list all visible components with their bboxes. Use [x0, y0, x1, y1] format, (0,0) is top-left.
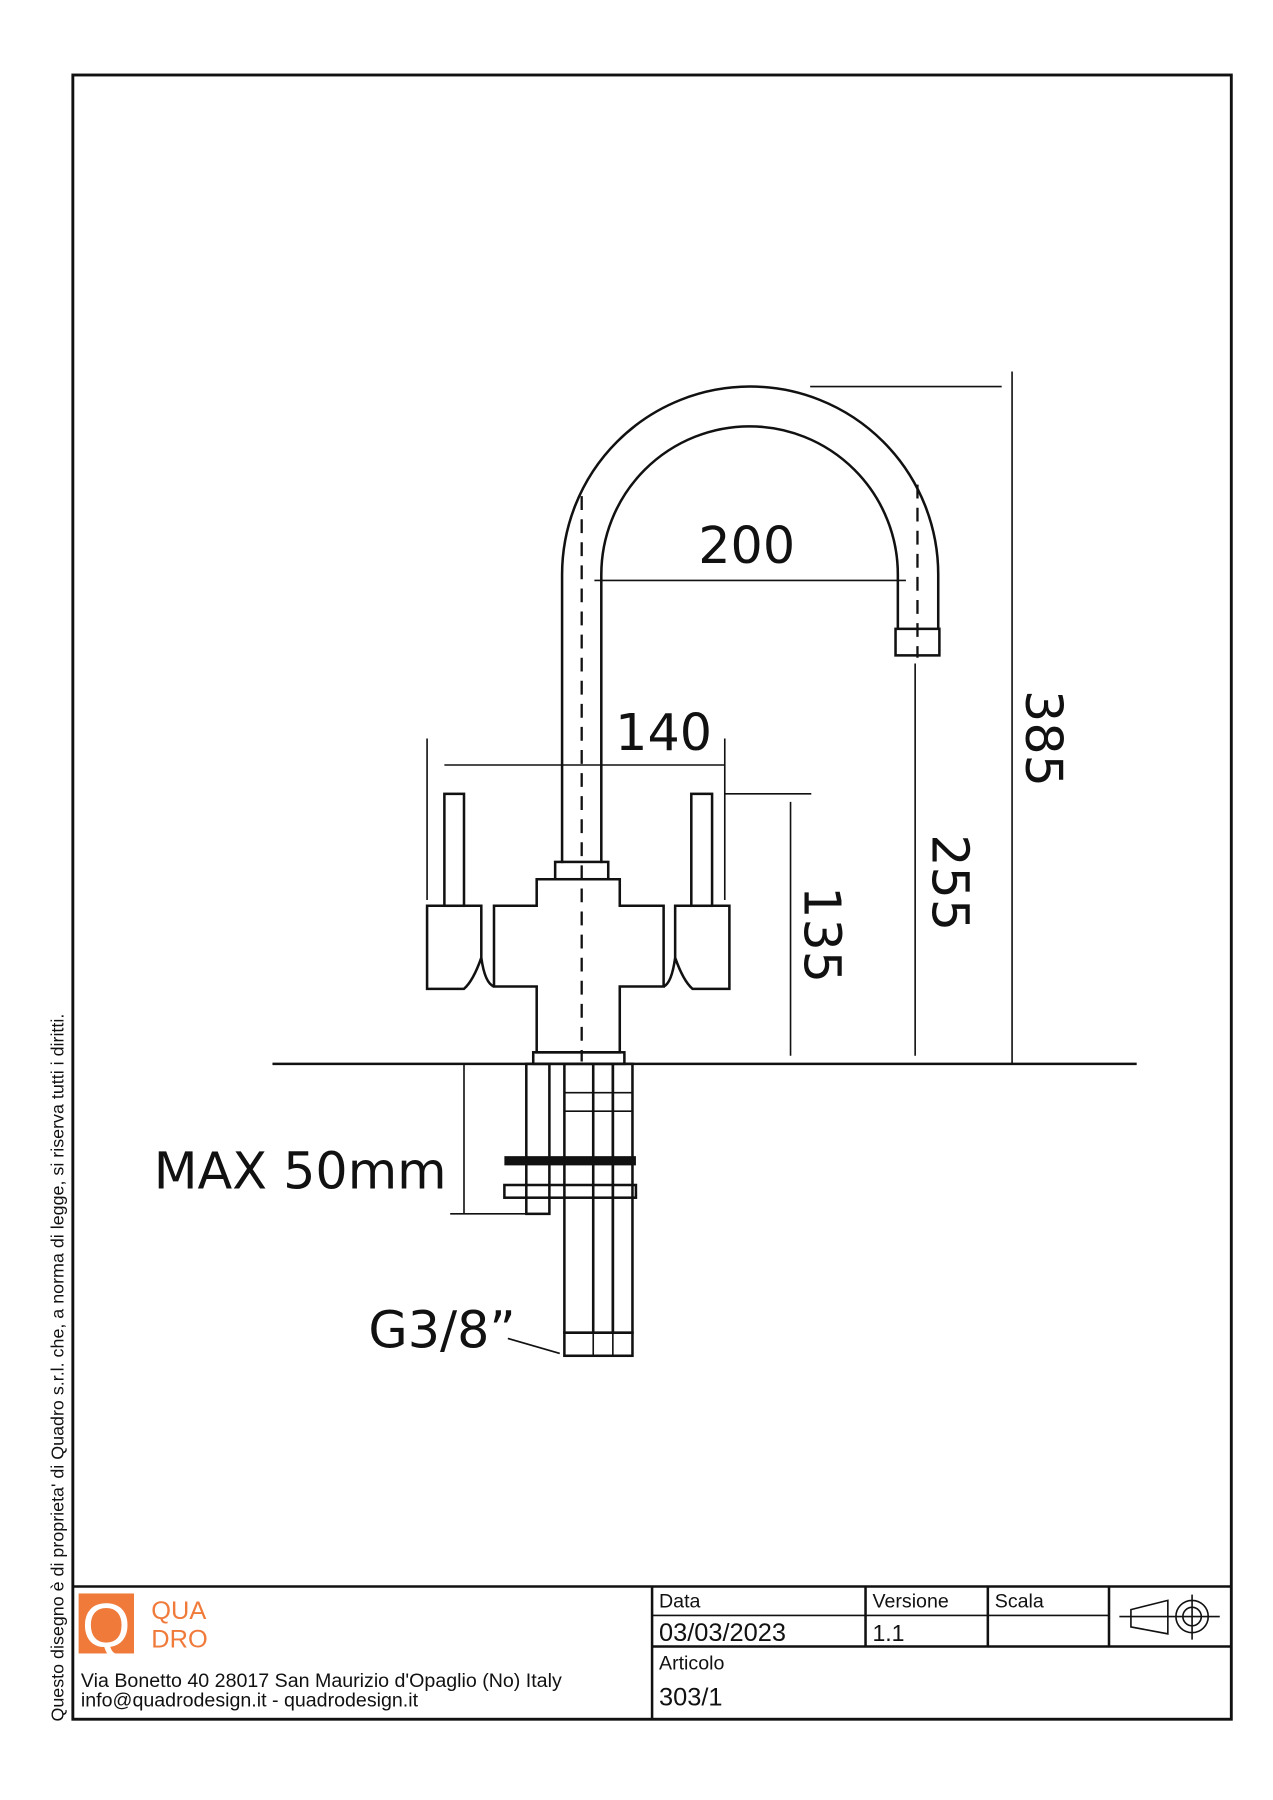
dim-135: 135: [792, 886, 851, 983]
logo-letter: Q: [82, 1592, 130, 1661]
scala-label: Scala: [995, 1590, 1044, 1612]
hose-nuts: [563, 1331, 634, 1358]
versione-label: Versione: [872, 1590, 948, 1612]
right-handle: [662, 904, 731, 991]
data-value: 03/03/2023: [659, 1619, 786, 1647]
data-label: Data: [659, 1590, 701, 1612]
third-angle-projection-icon: [1119, 1594, 1220, 1640]
left-handle: [425, 904, 495, 991]
base-plate: [531, 1051, 626, 1066]
drawing-frame: [71, 73, 1233, 1721]
logo-text-2: DRO: [151, 1626, 207, 1654]
faucet-drawing: [272, 385, 1137, 1358]
dimension-lines: [426, 371, 1013, 1355]
dim-200: 200: [698, 516, 795, 575]
dim-140: 140: [615, 703, 712, 762]
versione-value: 1.1: [872, 1620, 904, 1646]
dim-385: 385: [1014, 690, 1073, 787]
left-lever: [443, 792, 466, 908]
articolo-label: Articolo: [659, 1653, 724, 1675]
faucet-body: [492, 877, 665, 1054]
title-block: Q QUA DRO Via Bonetto 40 28017 San Mauri…: [72, 1585, 1232, 1720]
logo-text-1: QUA: [151, 1597, 206, 1625]
address: Via Bonetto 40 28017 San Maurizio d'Opag…: [81, 1670, 562, 1692]
articolo-value: 303/1: [659, 1683, 723, 1711]
dim-connection: G3/8”: [368, 1301, 515, 1360]
logo-mark: [78, 1593, 134, 1654]
right-lever: [690, 792, 714, 908]
washer: [504, 1156, 636, 1166]
contacts: info@quadrodesign.it - quadrodesign.it: [81, 1690, 419, 1712]
dim-255: 255: [920, 834, 979, 931]
fixing-plate: [503, 1183, 638, 1199]
spout: [560, 385, 940, 864]
threaded-rod: [525, 1062, 551, 1216]
copyright-note: Questo disegno è di proprieta' di Quadro…: [48, 1014, 68, 1722]
dim-max-thickness: MAX 50mm: [154, 1141, 447, 1200]
